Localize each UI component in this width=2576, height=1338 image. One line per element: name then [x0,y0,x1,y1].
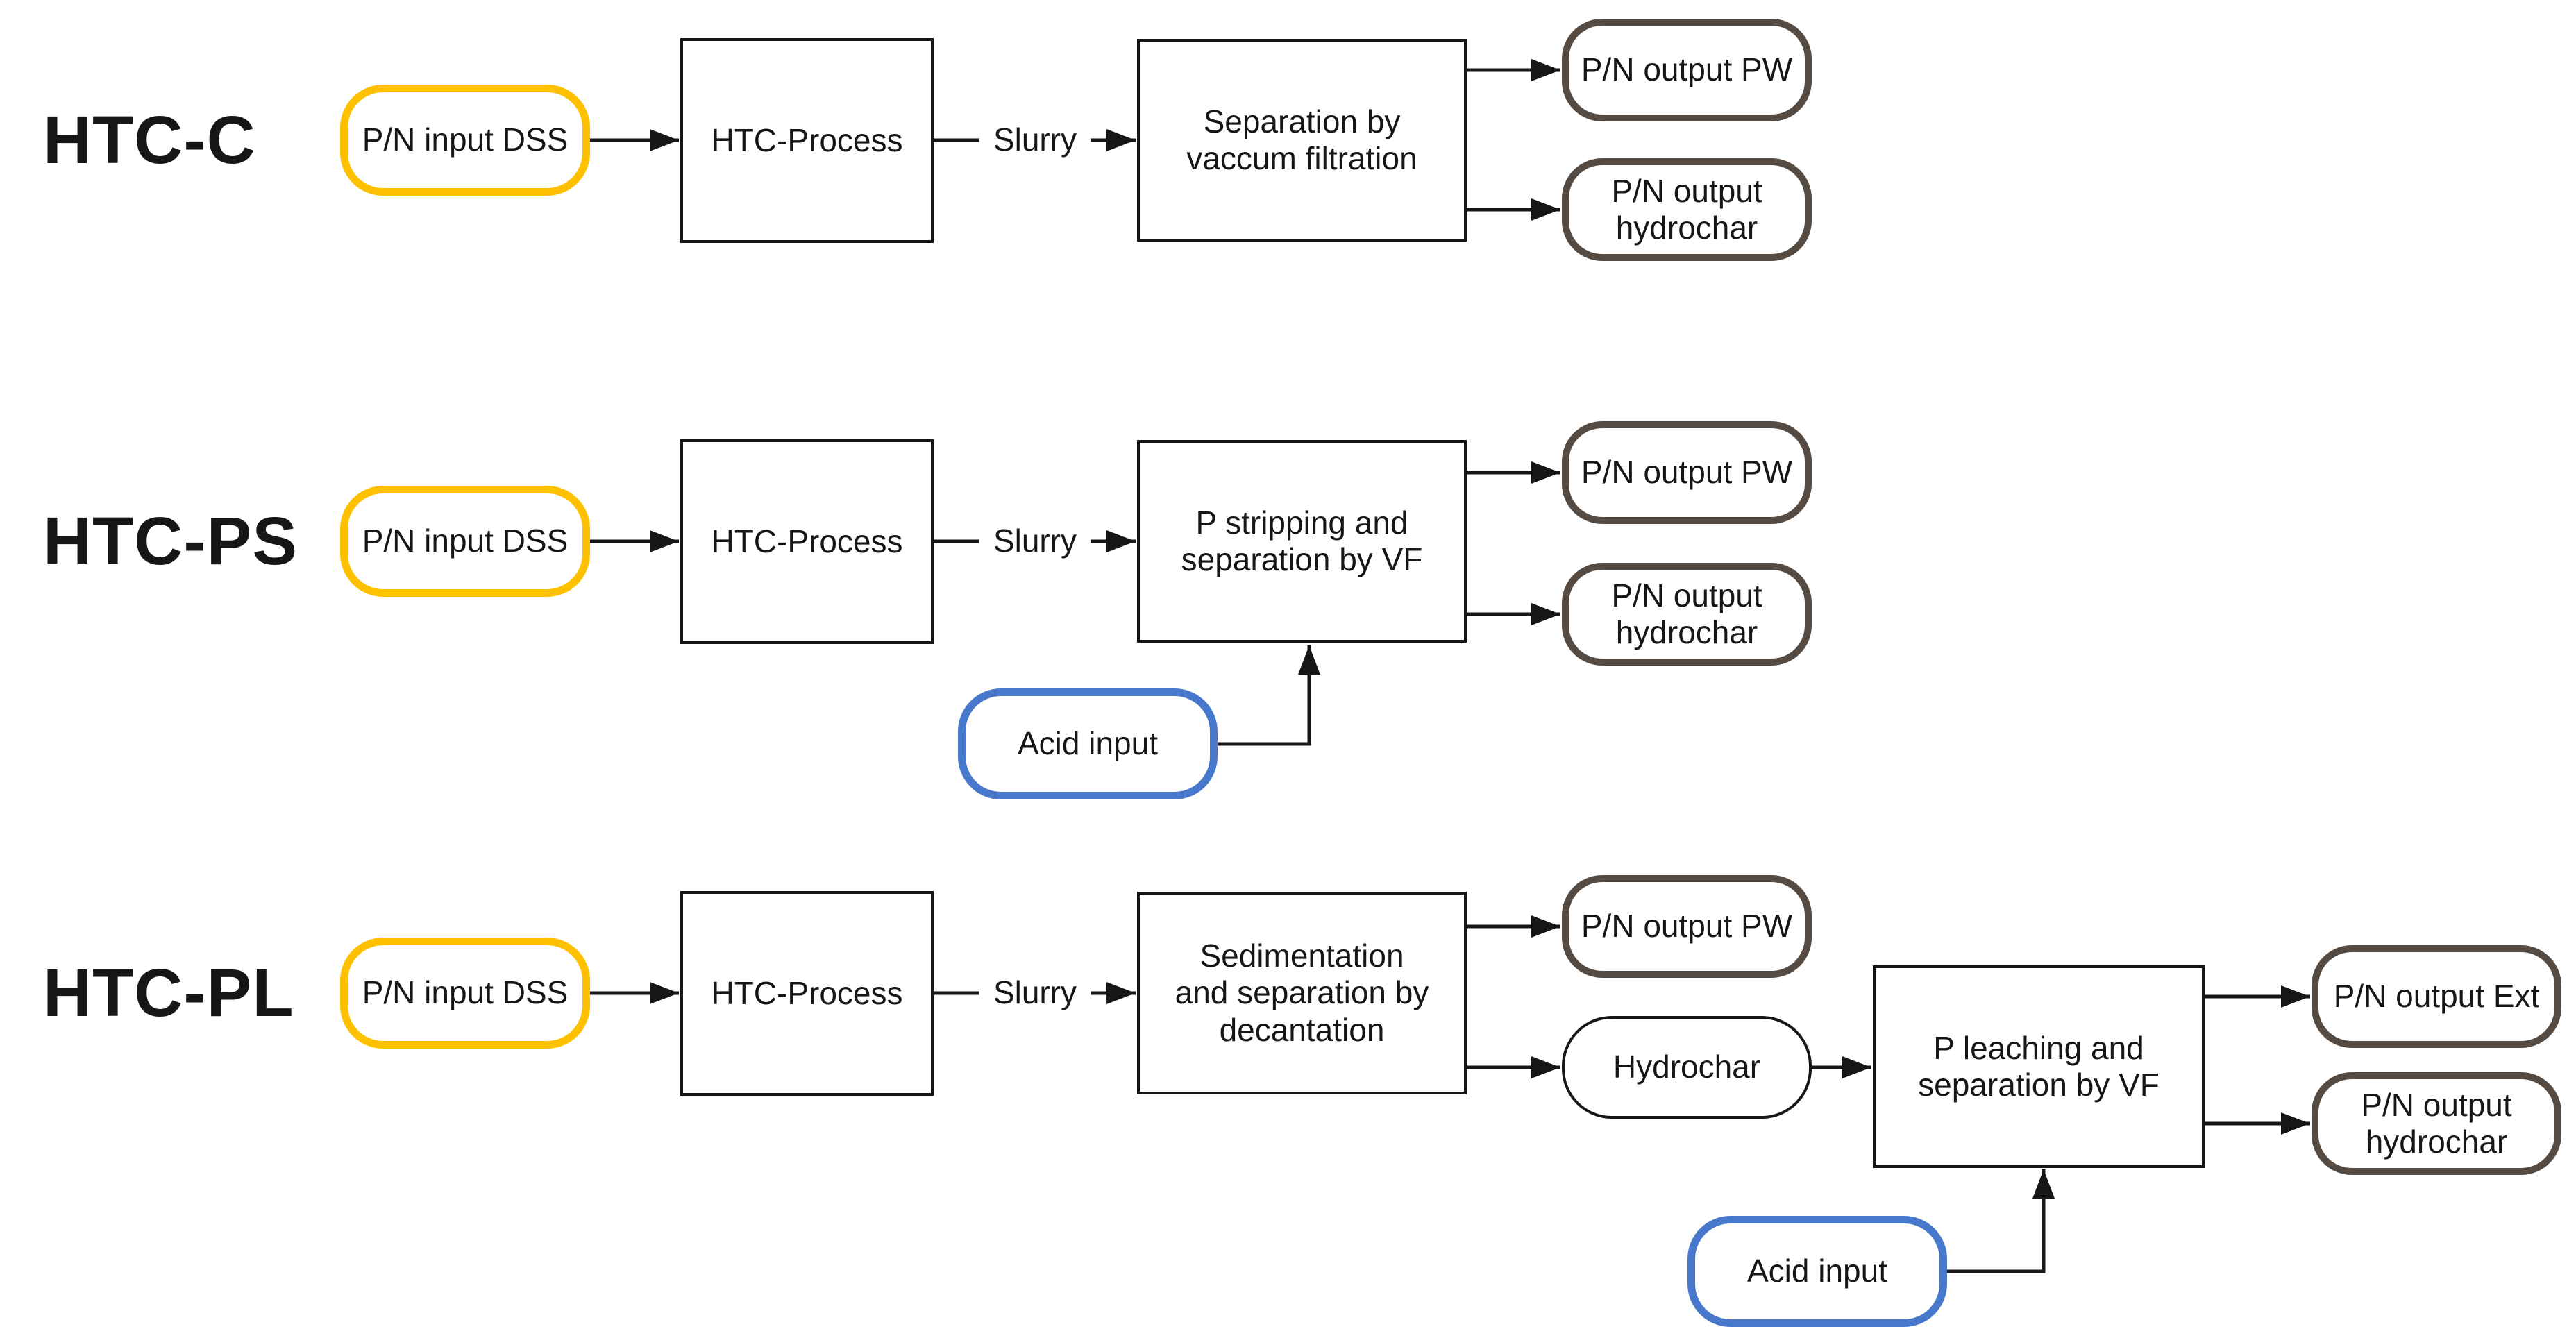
sedimentation-box-htc-pl: Sedimentation and separation by decantat… [1137,892,1467,1094]
output-pill-pw-htc-c: P/N output PW [1562,19,1812,121]
acid-pill-htc-ps: Acid input [958,688,1218,799]
output-pill-ext-htc-pl: P/N output Ext [2312,945,2561,1048]
hydrochar-pill-htc-pl: Hydrochar [1562,1016,1812,1119]
process-box-htc-ps: HTC-Process [680,439,934,644]
input-pill-htc-pl: P/N input DSS [340,938,590,1049]
output-pill-hydrochar2-htc-pl: P/N output hydrochar [2312,1072,2561,1175]
row-label-htc-ps: HTC-PS [43,502,298,579]
row-label-htc-c: HTC-C [43,101,256,178]
process-box-htc-c: HTC-Process [680,38,934,243]
stripping-box-htc-ps: P stripping and separation by VF [1137,440,1467,643]
connector-r3-acid [1947,1169,2055,1273]
input-pill-htc-ps: P/N input DSS [340,486,590,597]
slurry-label-htc-pl: Slurry [979,969,1091,1017]
acid-pill-htc-pl: Acid input [1687,1216,1947,1327]
process-box-htc-pl: HTC-Process [680,891,934,1096]
output-pill-pw-htc-ps: P/N output PW [1562,421,1812,524]
slurry-label-htc-ps: Slurry [979,518,1091,565]
row-label-htc-pl: HTC-PL [43,954,294,1031]
connector-r2-acid [1218,645,1320,746]
output-pill-pw-htc-pl: P/N output PW [1562,875,1812,978]
slurry-label-htc-c: Slurry [979,117,1091,164]
leaching-box-htc-pl: P leaching and separation by VF [1873,965,2205,1168]
separation-box-htc-c: Separation by vaccum filtration [1137,39,1467,242]
input-pill-htc-c: P/N input DSS [340,85,590,196]
output-pill-hydrochar-htc-c: P/N output hydrochar [1562,158,1812,261]
output-pill-hydrochar-htc-ps: P/N output hydrochar [1562,563,1812,666]
